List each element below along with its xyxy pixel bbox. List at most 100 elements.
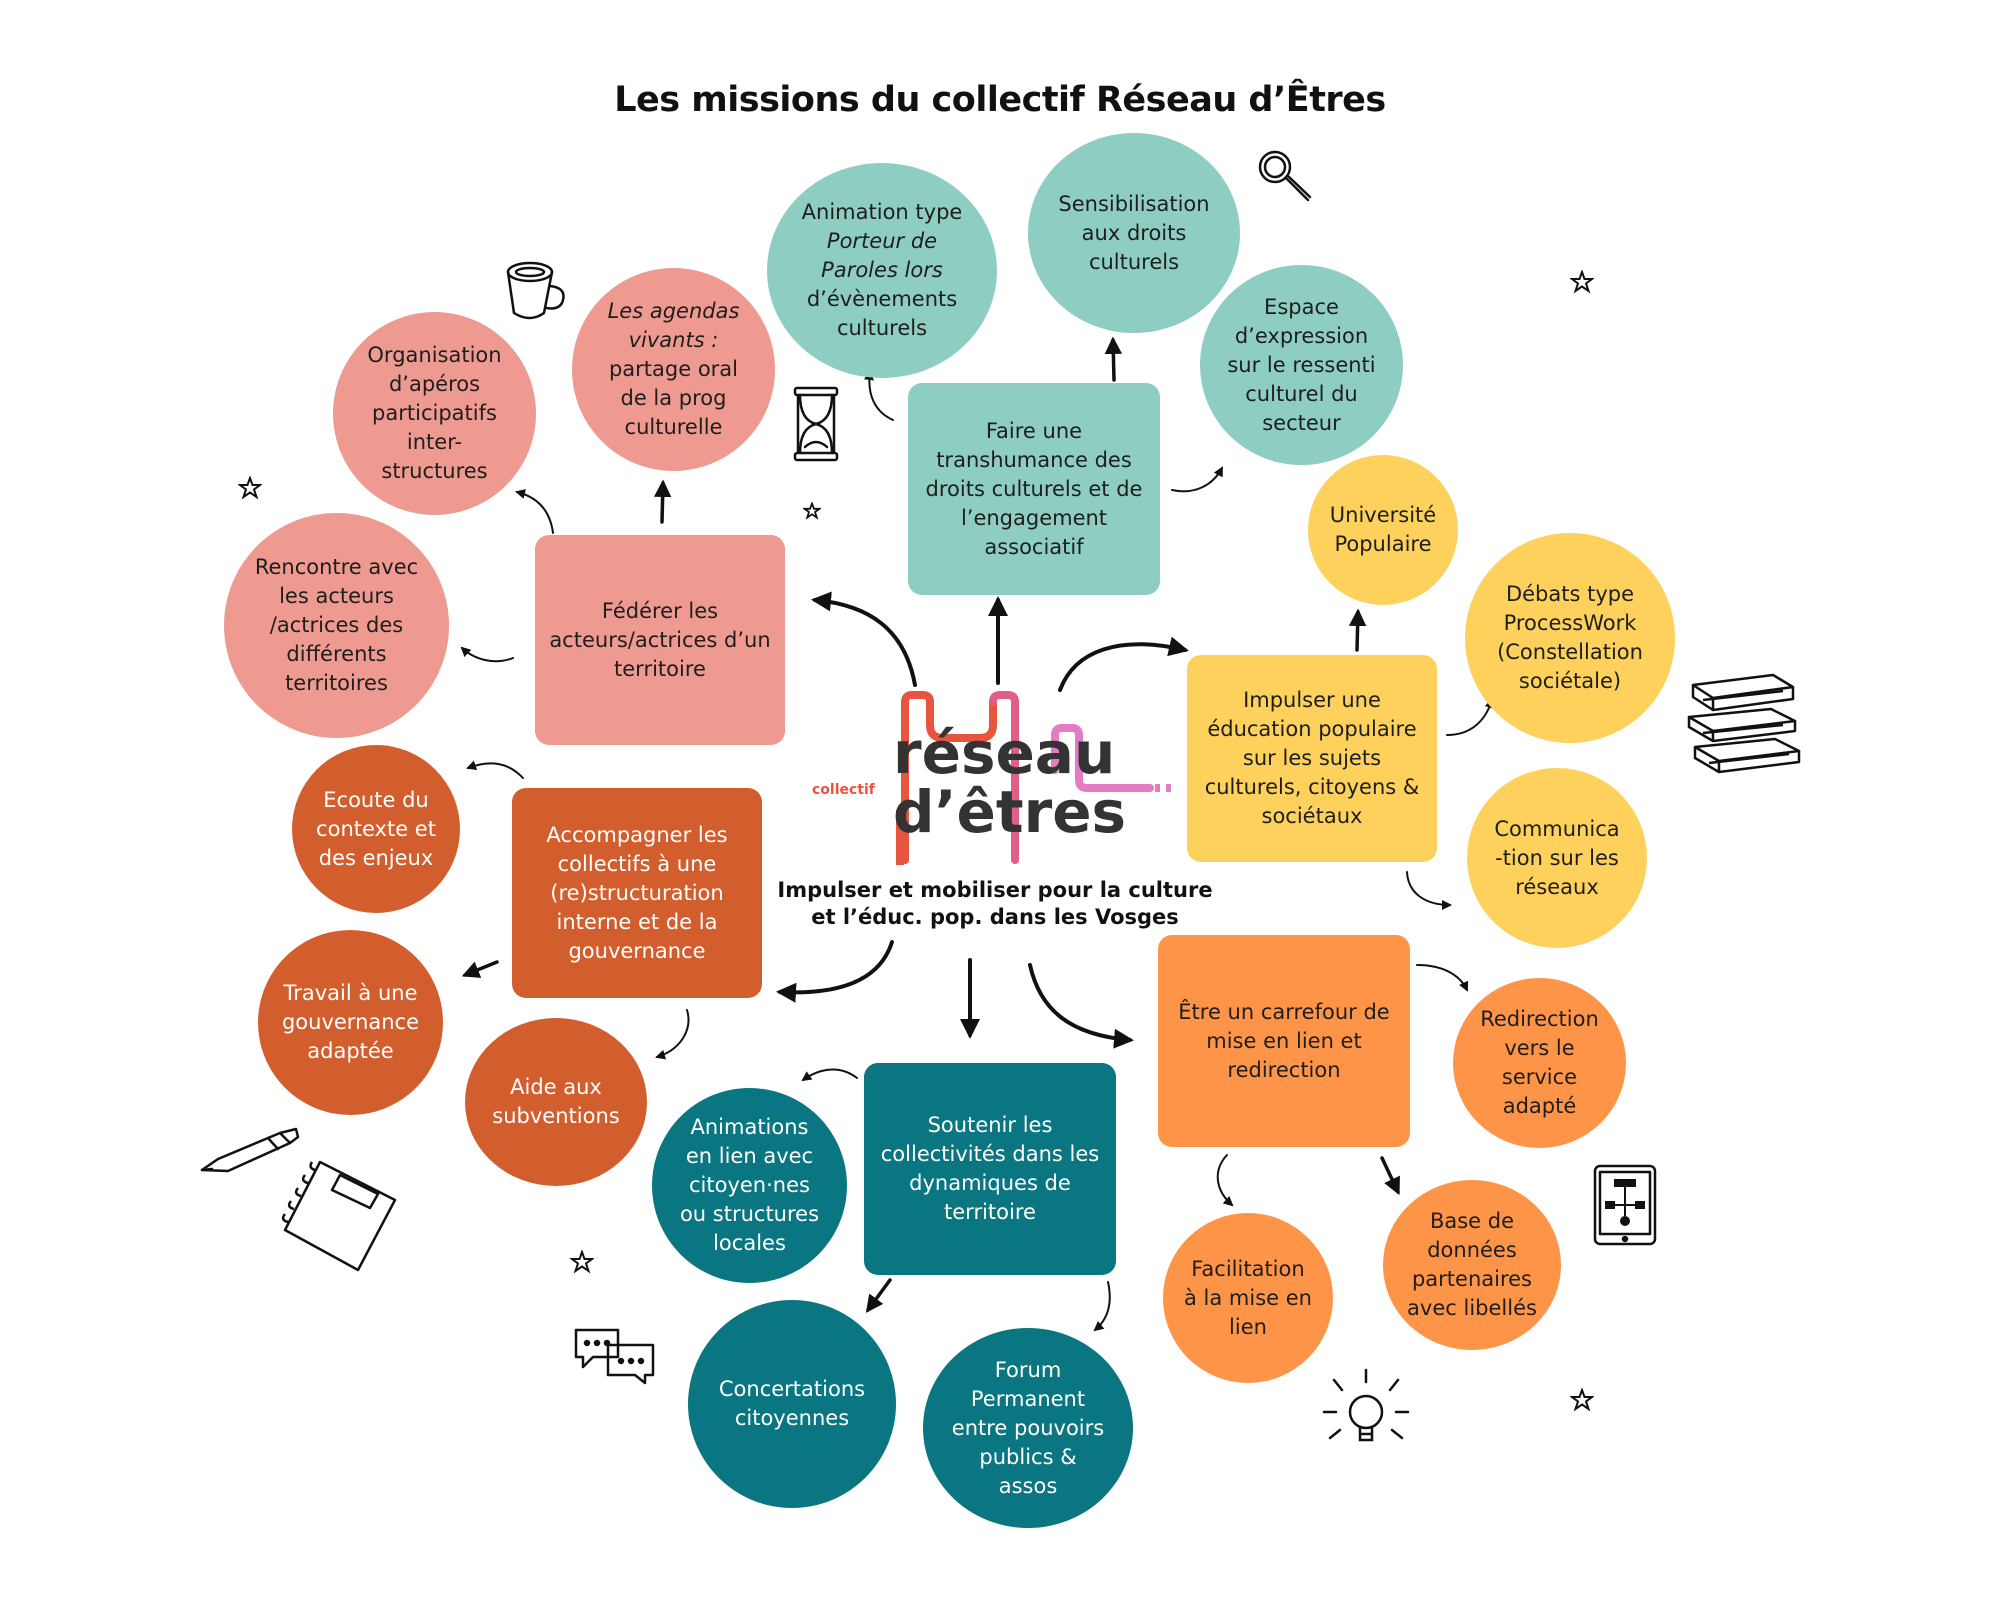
node-text-line: Populaire: [1334, 532, 1432, 556]
arrow-acc-aide: [655, 1009, 690, 1060]
node-text-line: Redirection: [1480, 1007, 1599, 1031]
node-text-line: Animation type: [801, 200, 963, 224]
star-icon: [803, 502, 821, 520]
arrow-carr-redir: [1416, 964, 1469, 992]
node-text-line: partenaires: [1411, 1267, 1533, 1291]
node-text-line: sociétale): [1518, 669, 1622, 693]
node-text-line: structures: [381, 459, 488, 483]
star-icon: [1570, 270, 1594, 294]
node-text-line: Débats type: [1505, 582, 1635, 606]
arrow-federer-rencontre: [460, 646, 514, 663]
node-text-line: partage oral: [608, 357, 739, 381]
circle-concertations: Concertations citoyennes: [688, 1300, 896, 1508]
node-text-line: réseaux: [1515, 874, 1599, 899]
node-text-line: Facilitation: [1191, 1256, 1305, 1281]
page-title: Les missions du collectif Réseau d’Êtres: [614, 80, 1386, 120]
node-text-line: adaptée: [307, 1039, 394, 1063]
arrow-sout-concert: [865, 1278, 892, 1313]
node-text-line: les acteurs: [279, 584, 394, 608]
node-text-line: Concertations: [718, 1377, 866, 1401]
subtitle-line2: et l’éduc. pop. dans les Vosges: [811, 905, 1179, 929]
node-text-line: éducation populaire: [1207, 717, 1417, 741]
subtitle-line1: Impulser et mobiliser pour la culture: [777, 878, 1213, 902]
node-text-line: gouvernance: [281, 1010, 420, 1034]
node-text-line: Animations: [690, 1115, 809, 1139]
node-text-line: Forum: [994, 1357, 1062, 1382]
node-text-line: avec libellés: [1407, 1296, 1537, 1320]
node-text-line: subventions: [492, 1104, 620, 1128]
star-icon: [238, 476, 262, 500]
node-text-line: citoyennes: [734, 1406, 850, 1430]
arrow-edu-comm: [1406, 871, 1452, 910]
node-text-line: territoires: [285, 671, 388, 695]
arrow-edu-debats: [1446, 698, 1495, 736]
node-text-line: Permanent: [970, 1386, 1086, 1411]
node-text-line: lien: [1229, 1314, 1267, 1339]
node-text-line: Base de: [1429, 1209, 1515, 1233]
logo-line2: d’êtres: [893, 778, 1127, 846]
arrow-federer-agendas: [653, 479, 672, 524]
arrow-sout-anim: [801, 1068, 858, 1082]
node-text-line: interne et de la: [556, 909, 718, 934]
arrow-carr-base: [1380, 1156, 1400, 1196]
coffee-cup-icon: [506, 261, 565, 320]
magnifier-icon: [1258, 150, 1312, 202]
node-text-line: inter-: [406, 430, 463, 454]
node-text-line: adapté: [1502, 1094, 1577, 1118]
arrow-center-carrefour: [1028, 963, 1134, 1049]
node-text-line: d’évènements: [806, 287, 958, 311]
arrow-center-federer: [811, 591, 917, 687]
node-text-line: vers le: [1504, 1036, 1575, 1060]
node-text-line: mise en lien et: [1206, 1028, 1362, 1053]
arrow-federer-aperos: [515, 489, 554, 534]
node-text-line: des enjeux: [318, 845, 434, 870]
node-text-line: culturel du: [1245, 381, 1358, 406]
node-text-line: Rencontre avec: [254, 555, 419, 579]
speech-bubbles-icon: [574, 1328, 655, 1385]
tablet-flowchart-icon: [1593, 1164, 1657, 1246]
star-icon: [1570, 1388, 1594, 1412]
arrow-acc-travail: [461, 960, 499, 978]
center-subtitle: Impulser et mobiliser pour la culture et…: [760, 877, 1230, 931]
node-text-line: publics &: [979, 1444, 1077, 1469]
arrow-trans-porteur: [864, 370, 894, 421]
node-text-line: associatif: [984, 534, 1084, 559]
books-icon: [1687, 673, 1801, 774]
node-text-line: d’apéros: [388, 372, 481, 396]
arrow-sout-forum: [1093, 1281, 1111, 1332]
node-text-line: collectifs à une: [557, 851, 717, 876]
node-text-line: culturels, citoyens &: [1204, 775, 1420, 799]
node-text-line: sur les sujets: [1242, 746, 1382, 770]
node-text-line: locales: [713, 1231, 786, 1255]
node-text-line: Soutenir les: [927, 1113, 1053, 1137]
arrow-acc-ecoute: [466, 760, 524, 779]
pen-icon: [200, 1127, 300, 1173]
node-text-line: droits culturels et de: [925, 476, 1143, 501]
node-text-line: Communica: [1494, 816, 1620, 841]
node-text-line: Sensibilisation: [1058, 191, 1210, 216]
node-text-line: Fédérer les: [601, 598, 719, 623]
arrow-trans-espace: [1171, 466, 1223, 493]
node-text-line: -tion sur les: [1495, 845, 1619, 870]
logo-tag: collectif: [812, 782, 875, 798]
node-text-line: collectivités dans les: [880, 1142, 1100, 1166]
node-text-line: Université: [1329, 503, 1437, 527]
node-text-line: Accompagner les: [546, 822, 728, 847]
node-text-line: d’expression: [1234, 323, 1369, 348]
hourglass-icon: [793, 386, 839, 462]
node-text-line: ou structures: [679, 1202, 820, 1226]
arrow-center-education: [1058, 636, 1189, 692]
arrow-trans-sensib: [1104, 336, 1123, 382]
node-text-line: données: [1427, 1238, 1517, 1262]
node-text-line: Paroles lors: [821, 258, 943, 282]
